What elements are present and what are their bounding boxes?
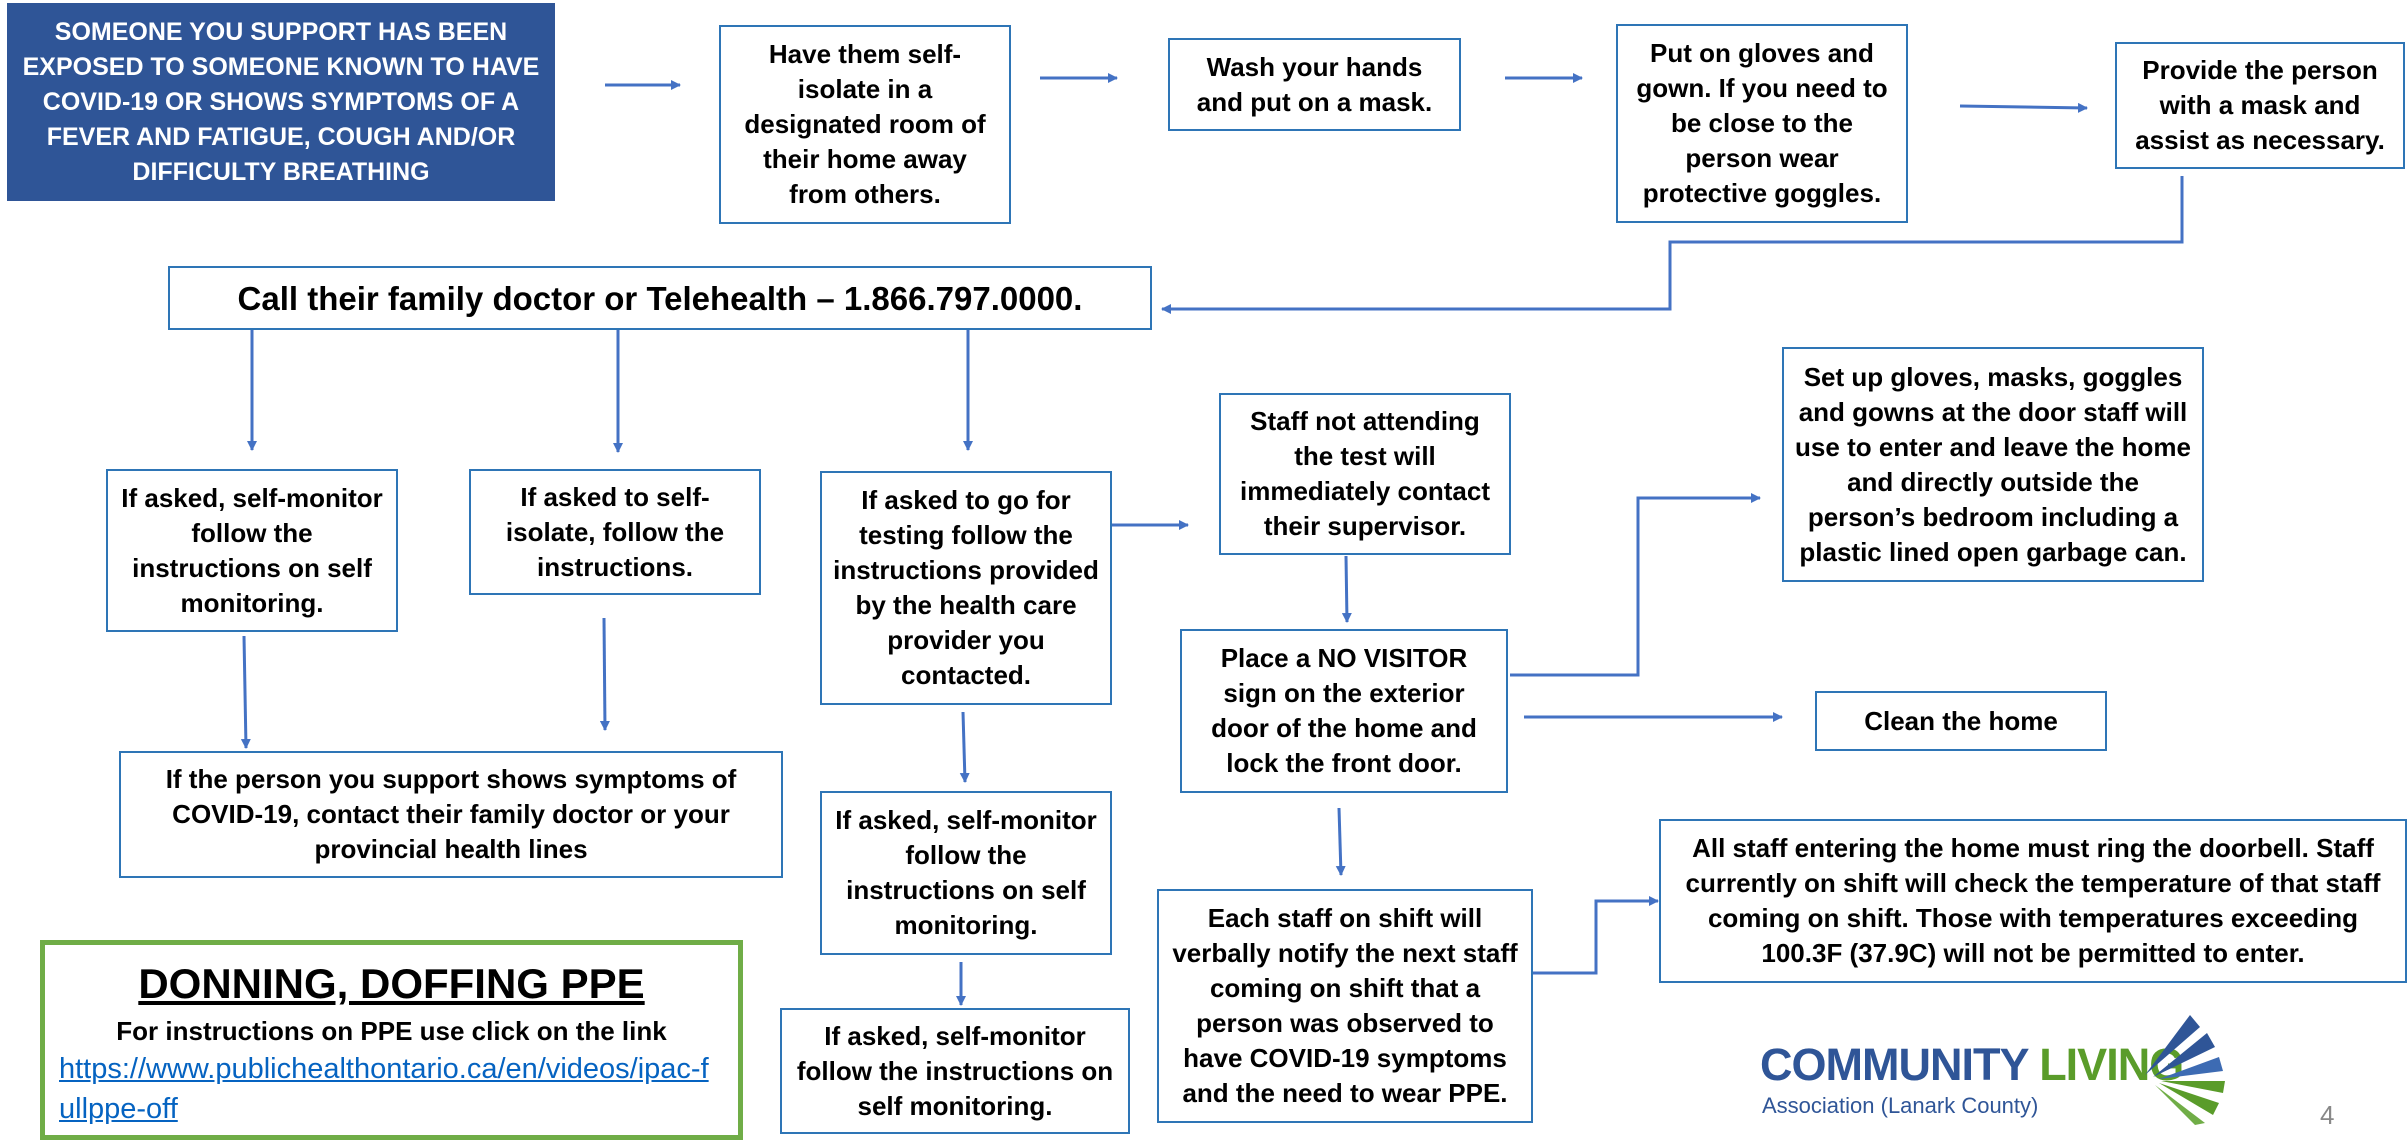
notify-next-staff-box: Each staff on shift will verbally notify… — [1157, 889, 1533, 1123]
symptoms-contact-box: If the person you support shows symptoms… — [119, 751, 783, 878]
ppe-instructions: For instructions on PPE use click on the… — [116, 1016, 667, 1046]
staff-not-attending-box: Staff not attending the test will immedi… — [1219, 393, 1511, 555]
logo-leaf-icon — [2145, 1015, 2225, 1125]
arrow-selfmonitor1-to-symptoms — [240, 635, 251, 749]
ppe-video-link[interactable]: https://www.publichealthontario.ca/en/vi… — [59, 1053, 709, 1125]
arrow-notify-to-doorbell — [1532, 896, 1659, 975]
setup-ppe-box: Set up gloves, masks, goggles and gowns … — [1782, 347, 2204, 582]
community-living-logo: COMMUNITY LIVING Association (Lanark Cou… — [1760, 1015, 2250, 1135]
self-isolate-room-box: Have them self-isolate in a designated r… — [719, 25, 1011, 224]
self-isolate-follow-box: If asked to self-isolate, follow the ins… — [469, 469, 761, 595]
wash-hands-box: Wash your hands and put on a mask. — [1168, 38, 1461, 131]
arrow-testing-to-selfmonitor2 — [959, 711, 970, 783]
ppe-info-box: DONNING, DOFFING PPE For instructions on… — [40, 940, 743, 1140]
self-monitor-box-1: If asked, self-monitor follow the instru… — [106, 469, 398, 632]
clean-home-box: Clean the home — [1815, 691, 2107, 751]
provide-mask-box: Provide the person with a mask and assis… — [2115, 42, 2405, 169]
doorbell-box: All staff entering the home must ring th… — [1659, 819, 2407, 983]
no-visitor-box: Place a NO VISITOR sign on the exterior … — [1180, 629, 1508, 793]
arrow-selfisolate-to-symptoms — [599, 617, 610, 731]
call-doctor-box: Call their family doctor or Telehealth –… — [168, 266, 1152, 330]
logo-word-community: COMMUNITY — [1760, 1039, 2029, 1090]
arrow-gloves-to-provide — [1959, 102, 2088, 113]
gloves-gown-box: Put on gloves and gown. If you need to b… — [1616, 24, 1908, 223]
self-monitor-box-3: If asked, self-monitor follow the instru… — [780, 1008, 1130, 1134]
ppe-title: DONNING, DOFFING PPE — [138, 960, 645, 1007]
start-box: SOMEONE YOU SUPPORT HAS BEEN EXPOSED TO … — [7, 3, 555, 201]
arrow-novisitor-to-setup — [1510, 493, 1761, 677]
self-monitor-box-2: If asked, self-monitor follow the instru… — [820, 791, 1112, 955]
testing-box: If asked to go for testing follow the in… — [820, 471, 1112, 705]
page-number: 4 — [2320, 1100, 2335, 1130]
logo-wordmark: COMMUNITY LIVING — [1760, 1039, 2184, 1091]
logo-subtitle: Association (Lanark County) — [1762, 1093, 2039, 1118]
arrow-novisitor-to-notify — [1335, 807, 1346, 876]
logo-word-living: LIVING — [2039, 1039, 2184, 1090]
arrow-staff-to-novisitor — [1341, 555, 1352, 623]
